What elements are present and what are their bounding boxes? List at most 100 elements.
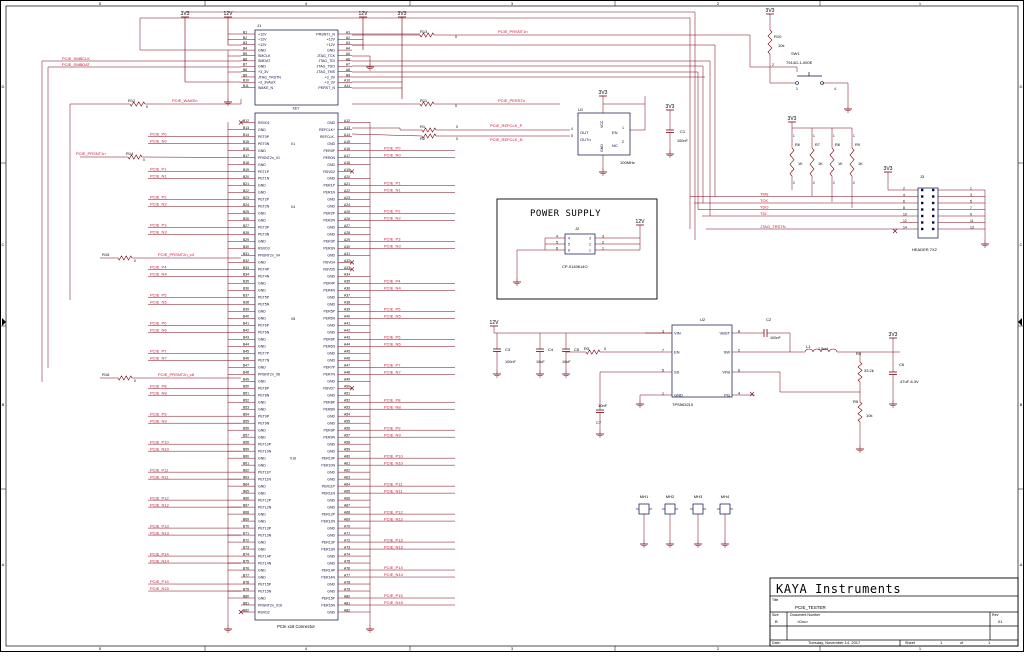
net-label: PCIE_P9 bbox=[384, 425, 401, 430]
pin-number: A69 bbox=[344, 517, 350, 521]
capacitor-value: 100nF bbox=[770, 336, 781, 340]
switch-part: 7914G-1-000E bbox=[786, 60, 813, 65]
pin-number: A38 bbox=[344, 301, 350, 305]
capacitor-ref: C1 bbox=[680, 129, 686, 134]
pin-number: A15 bbox=[344, 140, 350, 144]
pin-number: 3 bbox=[970, 193, 972, 197]
pin-name: PET4P bbox=[258, 268, 270, 272]
pin-name: PER5N bbox=[323, 317, 335, 321]
resistor-ref: R13 bbox=[420, 29, 428, 34]
resistor-value: 0 bbox=[456, 125, 458, 129]
pin-name: +3_3V bbox=[325, 81, 336, 85]
pin-number: A35 bbox=[344, 280, 350, 284]
pin-number: B46 bbox=[243, 357, 249, 361]
net-label: PCIE_PRSNT1n bbox=[498, 29, 528, 34]
net-label: PCIE_N8 bbox=[384, 404, 401, 409]
pin-name: SMCLK bbox=[258, 54, 271, 58]
pin-number: A33 bbox=[344, 266, 350, 270]
pin-name: PET3P bbox=[258, 226, 270, 230]
pin-number: A42 bbox=[344, 329, 350, 333]
pin-name: RSVD1 bbox=[258, 121, 270, 125]
pin-number: A6 bbox=[346, 57, 350, 61]
net-label: PCIE_P2 bbox=[384, 209, 401, 214]
pin-number: A80 bbox=[344, 594, 350, 598]
pin-number: B25 bbox=[243, 210, 249, 214]
pin-name: GND bbox=[327, 505, 335, 509]
mounting-hole-ref: MH2 bbox=[666, 494, 675, 499]
net-label: PCIE_N15 bbox=[384, 600, 404, 605]
pin-number: A24 bbox=[344, 203, 350, 207]
pin-name: +3_3V bbox=[258, 70, 269, 74]
pin-name: PET1N bbox=[258, 177, 270, 181]
pin-number: B33 bbox=[243, 266, 249, 270]
pin-number: A43 bbox=[344, 336, 350, 340]
pin-number: A5 bbox=[346, 52, 350, 56]
zone-row-label: C bbox=[1020, 242, 1023, 247]
header-pin bbox=[921, 228, 923, 230]
net-label: PCIE_N4 bbox=[384, 286, 401, 291]
pin-number: A37 bbox=[344, 294, 350, 298]
pin-name: GND bbox=[258, 240, 266, 244]
net-label: PCIE_P14 bbox=[384, 565, 403, 570]
net-label: PCIE_N5 bbox=[150, 300, 167, 305]
date-label: Date: bbox=[772, 641, 781, 645]
net-label: PCIE_P1 bbox=[384, 181, 401, 186]
net-label: PCIE_N15 bbox=[150, 586, 170, 591]
pin-number: B79 bbox=[243, 587, 249, 591]
pin-name: 3 bbox=[589, 236, 591, 240]
resistor-value: 0 bbox=[455, 104, 457, 108]
pin-number: A53 bbox=[344, 406, 350, 410]
regulator-pin-name: EN bbox=[674, 349, 680, 354]
pin-number: A48 bbox=[344, 371, 350, 375]
pin-number: A54 bbox=[344, 413, 350, 417]
capacitor-ref: C4 bbox=[548, 347, 554, 352]
pin-number: 4 bbox=[738, 391, 740, 395]
pin-name: GND bbox=[258, 596, 266, 600]
pin-number: B29 bbox=[243, 238, 249, 242]
pin-name: PER0P bbox=[324, 149, 336, 153]
pin-number: 5 bbox=[970, 199, 972, 203]
net-label: PCIE_N5 bbox=[384, 314, 401, 319]
regulator-pin-name: VIN bbox=[674, 330, 681, 335]
power-port: 3V3 bbox=[889, 332, 898, 338]
pin-number: 1 bbox=[662, 391, 664, 395]
pin-number: A73 bbox=[344, 545, 350, 549]
pin-number: A45 bbox=[344, 350, 350, 354]
pin-name: GND bbox=[327, 415, 335, 419]
pin-name: PER9P bbox=[324, 428, 336, 432]
pin-name: GND bbox=[327, 48, 335, 52]
pin-name: PER13P bbox=[322, 540, 336, 544]
pin-name: GND bbox=[258, 128, 266, 132]
pin-name: PER15P bbox=[322, 596, 336, 600]
pin-name: PRSNT2n_X4 bbox=[258, 254, 280, 258]
header-pin bbox=[932, 228, 934, 230]
resistor-ref: R8 bbox=[835, 143, 840, 147]
pin-number: A66 bbox=[344, 497, 350, 501]
date-value: Tuesday, November 14, 2017 bbox=[808, 640, 861, 645]
net-label: PCIE_P1 bbox=[150, 167, 167, 172]
net-label: TCK bbox=[760, 198, 768, 203]
pin-number: 2 bbox=[602, 240, 604, 244]
pin-number: 6 bbox=[738, 368, 740, 372]
pin-name: GND bbox=[258, 282, 266, 286]
net-label: PCIE_N9 bbox=[150, 418, 167, 423]
pin-name: GND bbox=[327, 610, 335, 614]
pin-name: PET13P bbox=[258, 526, 272, 530]
pin-number: B51 bbox=[243, 392, 249, 396]
header-pin bbox=[921, 221, 923, 223]
pin-number: A22 bbox=[344, 189, 350, 193]
pin-number: A41 bbox=[344, 322, 350, 326]
pin-number: 1 bbox=[853, 134, 855, 138]
resistor-value: 10k bbox=[778, 43, 784, 48]
pin-number: B80 bbox=[243, 594, 249, 598]
net-label: PCIE_P3 bbox=[150, 223, 167, 228]
pin-name: GND bbox=[258, 163, 266, 167]
pin-name: GND bbox=[258, 338, 266, 342]
pin-number: A60 bbox=[344, 455, 350, 459]
pin-number: B37 bbox=[243, 294, 249, 298]
resistor-value: 0 bbox=[143, 158, 145, 162]
pin-number: B71 bbox=[243, 531, 249, 535]
net-label: PCIE_N6 bbox=[150, 327, 167, 332]
pin-number: 2 bbox=[853, 181, 855, 185]
pin-name: PER14P bbox=[322, 568, 336, 572]
